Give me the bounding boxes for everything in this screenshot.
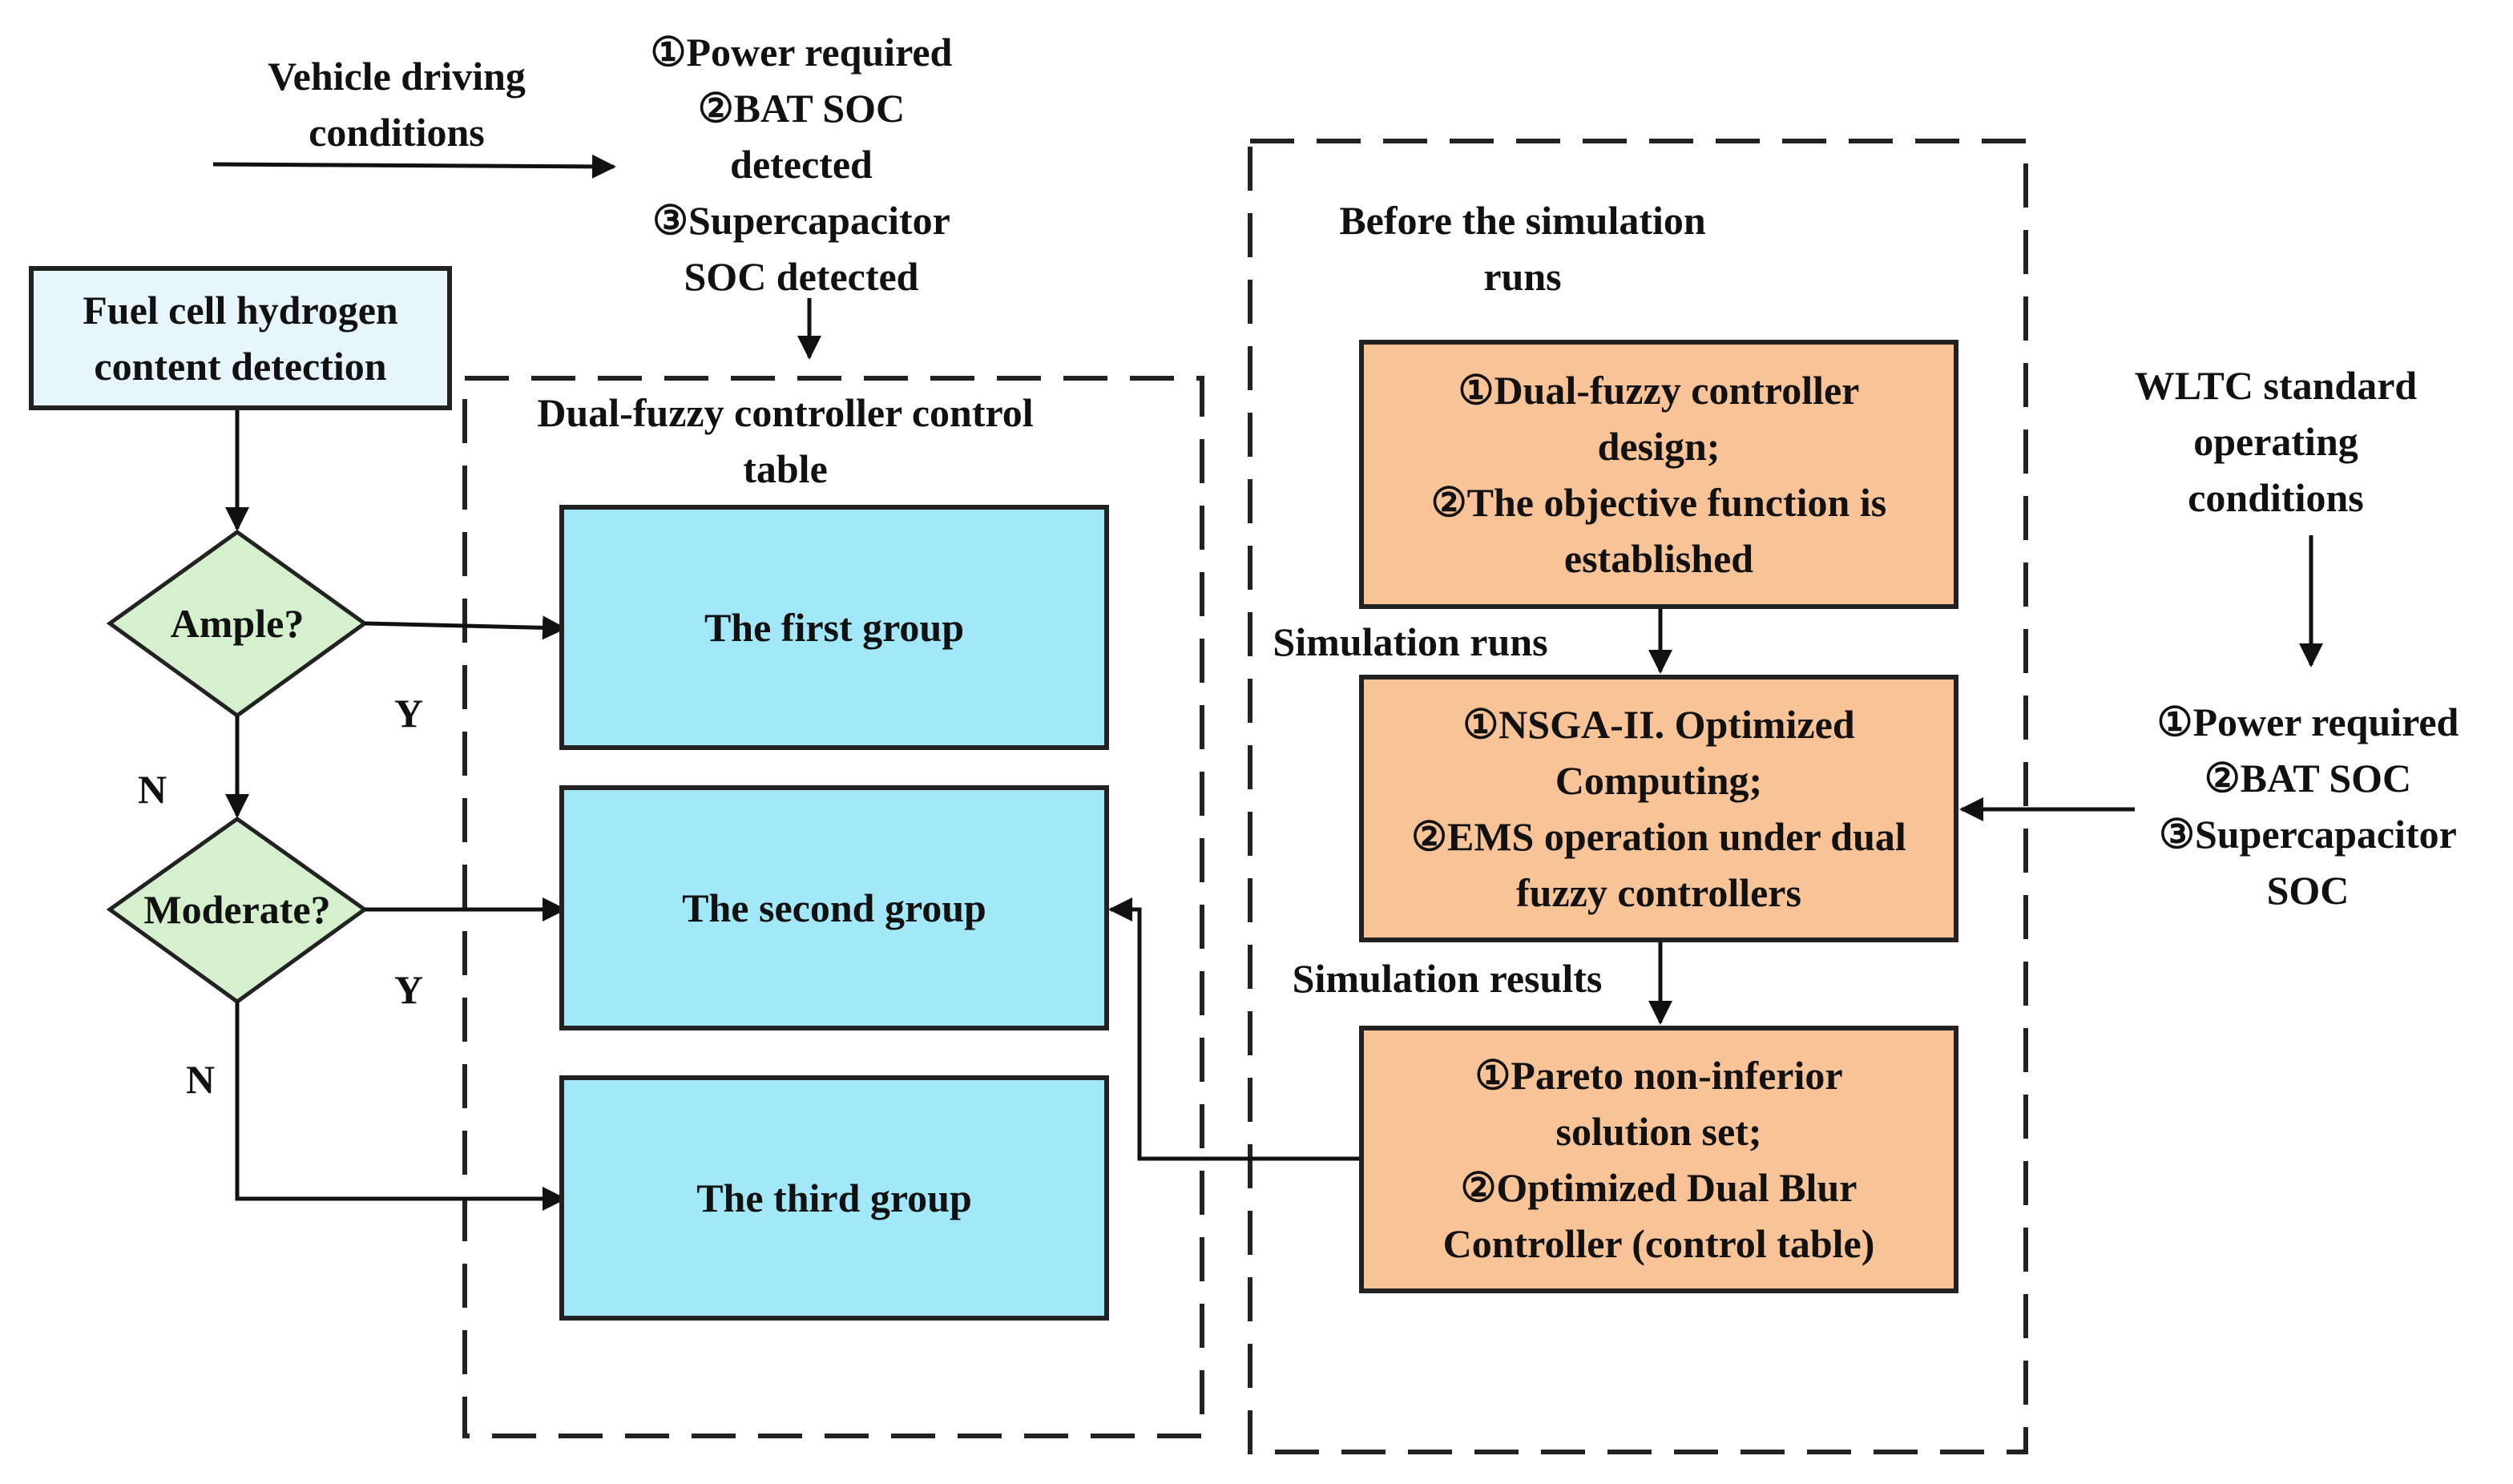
compute-line4: fuzzy controllers bbox=[1516, 870, 1801, 915]
simulation-region bbox=[1248, 139, 2028, 1454]
design-line4: established bbox=[1563, 536, 1754, 581]
design-line2: design; bbox=[1597, 424, 1720, 469]
moderate-no-label: N bbox=[185, 1057, 216, 1102]
hydrogen-detection-box: Fuel cell hydrogen content detection bbox=[29, 266, 452, 410]
ample-label: Ample? bbox=[170, 601, 305, 646]
compute-line2: Computing; bbox=[1555, 758, 1763, 803]
ample-yes-label: Y bbox=[393, 691, 424, 736]
moderate-to-third-arrow bbox=[235, 1002, 567, 1211]
control-table-title: Dual-fuzzy controller control table bbox=[537, 390, 1034, 491]
ample-to-first-arrow bbox=[364, 615, 567, 640]
third-group-label: The third group bbox=[696, 1176, 972, 1220]
compute-line1: ①NSGA-II. Optimized bbox=[1462, 702, 1855, 747]
result-line2: solution set; bbox=[1555, 1109, 1762, 1154]
compute-line3: ②EMS operation under dual bbox=[1411, 814, 1906, 859]
simulation-results-label: Simulation results bbox=[1292, 956, 1603, 1001]
result-line4: Controller (control table) bbox=[1442, 1221, 1875, 1266]
second-group-label: The second group bbox=[682, 885, 986, 930]
pareto-result-box: ①Pareto non-inferior solution set; ②Opti… bbox=[1359, 1026, 1958, 1293]
hydrogen-label-line1: Fuel cell hydrogen bbox=[83, 288, 398, 333]
ample-no-label: N bbox=[137, 767, 167, 812]
simulation-runs-label: Simulation runs bbox=[1273, 619, 1548, 664]
vehicle-conditions-label: Vehicle driving conditions bbox=[268, 54, 526, 155]
hydrogen-label-line2: content detection bbox=[94, 344, 387, 389]
wltc-conditions-label: WLTC standard operating conditions bbox=[2134, 363, 2418, 520]
controller-design-box: ①Dual-fuzzy controller design; ②The obje… bbox=[1359, 340, 1958, 609]
vehicle-conditions-arrow bbox=[212, 154, 616, 179]
design-line3: ②The objective function is bbox=[1430, 480, 1887, 525]
control-table-region bbox=[462, 376, 1204, 1438]
first-group-label: The first group bbox=[704, 605, 965, 650]
moderate-yes-label: Y bbox=[393, 967, 424, 1012]
optimized-computing-box: ①NSGA-II. Optimized Computing; ②EMS oper… bbox=[1359, 675, 1958, 942]
result-line1: ①Pareto non-inferior bbox=[1474, 1053, 1843, 1098]
first-group-box: The first group bbox=[559, 505, 1109, 750]
wltc-signals-label: ①Power required ②BAT SOC ③Supercapacitor… bbox=[2156, 700, 2459, 913]
moderate-label: Moderate? bbox=[143, 887, 331, 932]
result-line3: ②Optimized Dual Blur bbox=[1460, 1165, 1858, 1210]
result-to-second-arrow bbox=[1108, 897, 1359, 1161]
second-group-box: The second group bbox=[559, 785, 1109, 1030]
third-group-box: The third group bbox=[559, 1075, 1109, 1321]
before-simulation-label: Before the simulation runs bbox=[1339, 198, 1706, 299]
design-line1: ①Dual-fuzzy controller bbox=[1458, 368, 1860, 413]
detected-signals-label: ①Power required ②BAT SOC detected ③Super… bbox=[650, 30, 953, 299]
